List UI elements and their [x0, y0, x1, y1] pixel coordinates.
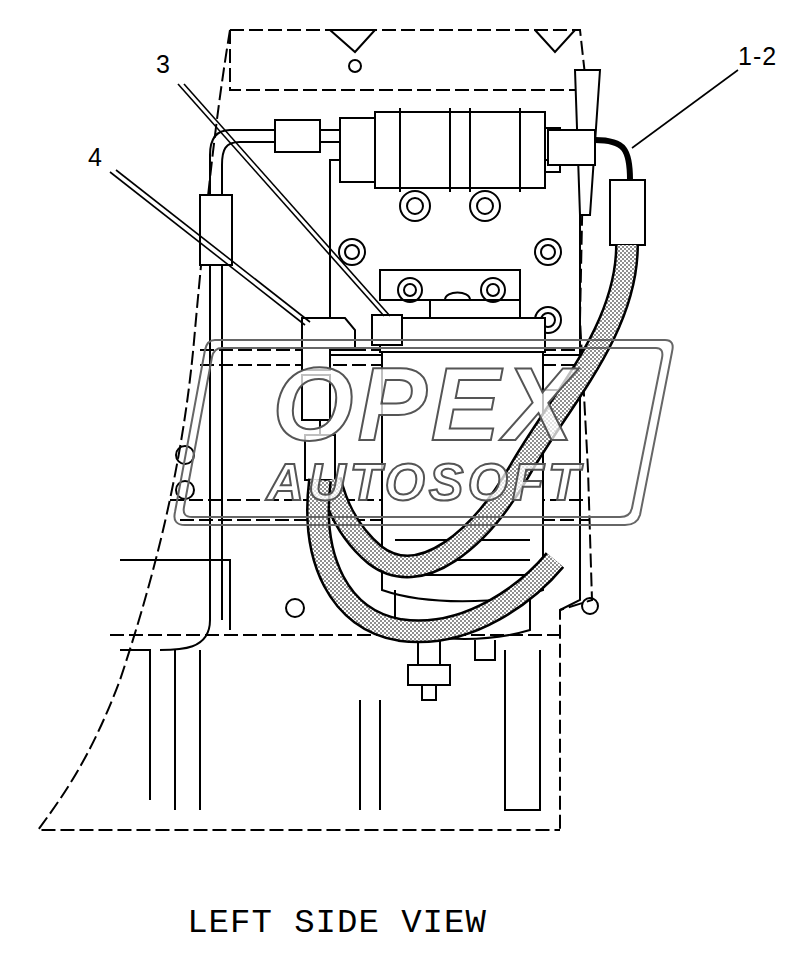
watermark: AUTOSOFT [266, 456, 583, 508]
callout-number: 1-2 [738, 44, 777, 69]
callout-number: 4 [88, 145, 103, 170]
callout-number: 3 [156, 52, 171, 77]
leader-line [110, 70, 738, 325]
watermark-frame [174, 340, 672, 525]
engine-outline [38, 30, 645, 830]
watermark: OPEX [273, 352, 578, 456]
view-caption: LEFT SIDE VIEW [187, 906, 487, 940]
